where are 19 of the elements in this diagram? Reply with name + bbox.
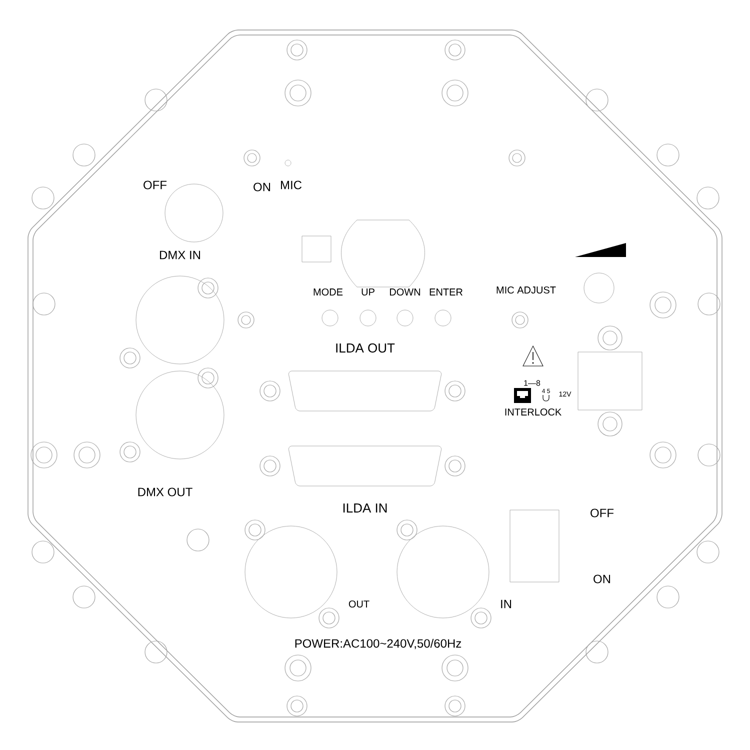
panel-label: POWER:AC100~240V,50/60Hz <box>295 638 462 650</box>
panel-label: DMX OUT <box>138 488 192 496</box>
panel-label: ON <box>594 574 610 584</box>
panel-label: ON <box>254 182 270 192</box>
panel-label: INTERLOCK <box>505 408 562 416</box>
panel-label: IN <box>501 600 512 608</box>
panel-label: DOWN <box>390 288 420 296</box>
panel-label: ILDA IN <box>343 504 387 512</box>
panel-label: OFF <box>144 180 167 190</box>
panel-label: 1—8 <box>524 380 540 386</box>
panel-label: MIC ADJUST <box>496 286 556 294</box>
panel-label: UP <box>362 288 374 296</box>
panel-label: OUT <box>348 600 370 608</box>
panel-label: ILDA OUT <box>336 343 395 353</box>
panel-label: DMX IN <box>160 250 200 260</box>
panel-label: ENTER <box>430 288 462 296</box>
panel-label: MODE <box>314 288 343 296</box>
panel-label: MIC <box>281 180 302 190</box>
panel-label: OFF <box>590 508 614 518</box>
